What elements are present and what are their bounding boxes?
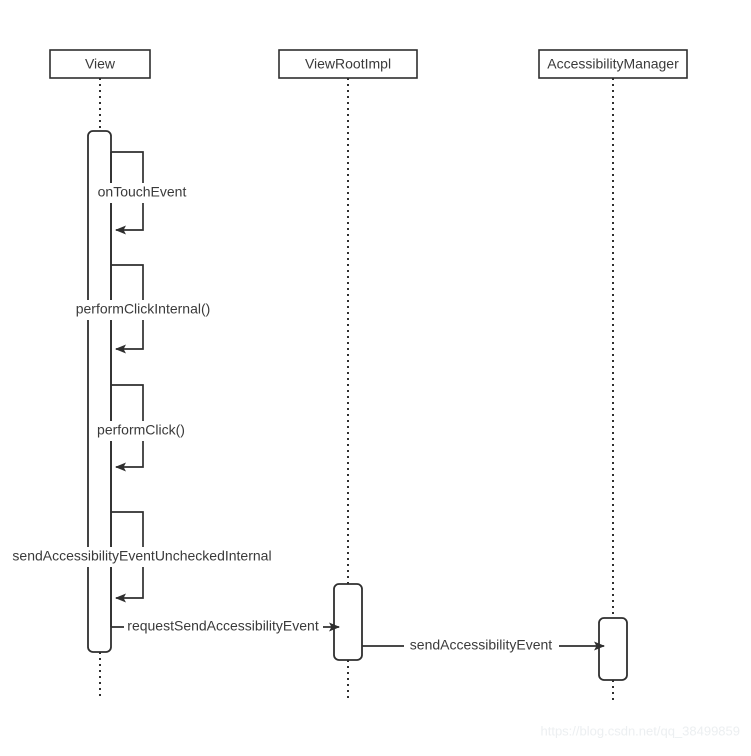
self-message-label-bg-performclick	[92, 421, 191, 441]
self-message-label-sendaccessibilityeventuncheckedinternal: sendAccessibilityEventUncheckedInternal	[12, 548, 271, 564]
activation-bar-view[interactable]	[87, 130, 112, 653]
participant-box-viewrootimpl[interactable]	[278, 49, 418, 79]
participant-box-accessibilitymanager[interactable]	[538, 49, 688, 79]
lifelines-group	[99, 78, 614, 700]
self-message-label-bg-ontouchevent	[93, 183, 191, 203]
watermark-text: https://blog.csdn.net/qq_38499859	[541, 723, 741, 738]
self-message-ontouchevent[interactable]: onTouchEvent	[93, 151, 191, 235]
participant-view[interactable]: View	[49, 49, 151, 79]
participant-label-view: View	[85, 56, 116, 72]
participant-box-view[interactable]	[49, 49, 151, 79]
self-message-label-performclickinternal: performClickInternal()	[76, 301, 211, 317]
participant-accessibilitymanager[interactable]: AccessibilityManager	[538, 49, 688, 79]
self-message-label-ontouchevent: onTouchEvent	[98, 184, 187, 200]
self-message-performclickinternal[interactable]: performClickInternal()	[69, 264, 217, 354]
message-label-bg-requestsendaccessibilityevent	[124, 617, 323, 637]
self-message-label-bg-sendaccessibilityeventuncheckedinternal	[8, 547, 277, 567]
message-label-requestsendaccessibilityevent: requestSendAccessibilityEvent	[127, 618, 319, 634]
message-requestsendaccessibilityevent[interactable]: requestSendAccessibilityEvent	[111, 617, 340, 637]
message-label-sendaccessibilityevent: sendAccessibilityEvent	[410, 637, 553, 653]
activations-group	[87, 130, 628, 681]
participant-label-viewrootimpl: ViewRootImpl	[305, 56, 391, 72]
message-label-bg-sendaccessibilityevent	[404, 636, 559, 656]
activation-bar-viewrootimpl[interactable]	[333, 583, 363, 661]
participant-viewrootimpl[interactable]: ViewRootImpl	[278, 49, 418, 79]
self-message-label-bg-performclickinternal	[69, 300, 217, 320]
self-message-performclick[interactable]: performClick()	[92, 384, 191, 472]
activation-bar-accessibilitymanager[interactable]	[598, 617, 628, 681]
self-message-sendaccessibilityeventuncheckedinternal[interactable]: sendAccessibilityEventUncheckedInternal	[8, 511, 277, 603]
participant-label-accessibilitymanager: AccessibilityManager	[547, 56, 679, 72]
self-message-label-performclick: performClick()	[97, 422, 185, 438]
message-sendaccessibilityevent[interactable]: sendAccessibilityEvent	[362, 636, 605, 656]
